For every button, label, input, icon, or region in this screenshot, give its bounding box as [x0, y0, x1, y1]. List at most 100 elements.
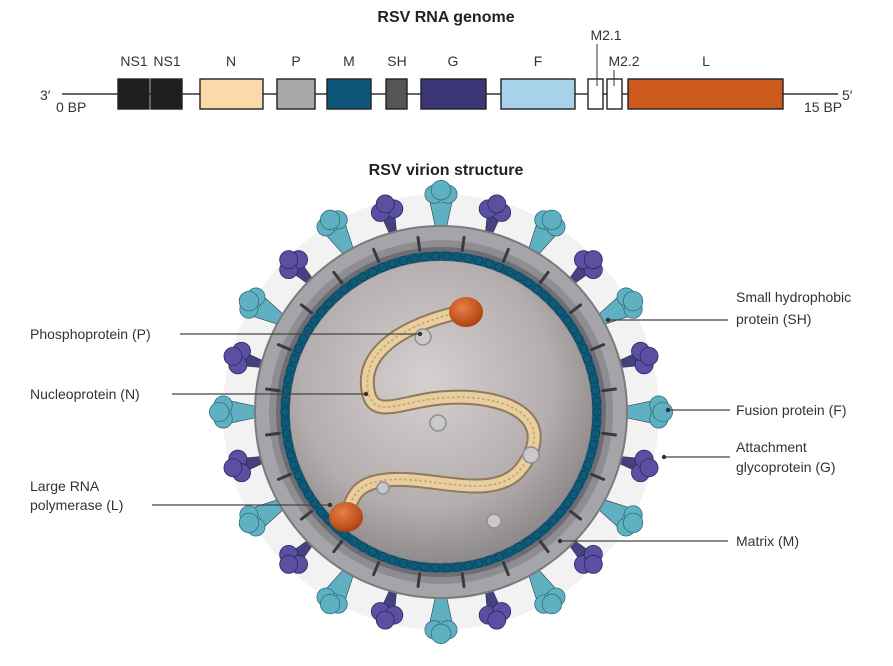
- matrix-bead: [349, 536, 359, 546]
- matrix-bead: [420, 562, 430, 572]
- matrix-bead: [378, 552, 388, 562]
- matrix-bead: [586, 364, 596, 374]
- matrix-bead: [548, 299, 558, 309]
- matrix-bead: [431, 251, 441, 261]
- sh-protein: [460, 572, 466, 588]
- sh-protein: [372, 247, 381, 263]
- matrix-bead: [286, 364, 296, 374]
- matrix-bead: [304, 490, 314, 500]
- fusion-protein: [238, 498, 287, 537]
- polymerase-top: [449, 297, 483, 327]
- matrix-bead: [283, 439, 293, 449]
- fusion-protein: [595, 498, 644, 537]
- sh-protein: [568, 303, 583, 315]
- matrix-bead: [579, 470, 589, 480]
- matrix-bead: [474, 558, 484, 568]
- leader-dot: [605, 317, 611, 323]
- matrix-bead: [358, 272, 368, 282]
- matrix-bead: [590, 385, 600, 395]
- matrix-bead: [532, 530, 542, 540]
- leader-dot: [557, 538, 563, 544]
- attachment-protein: [279, 538, 315, 574]
- phosphoprotein-bead: [414, 328, 432, 346]
- phosphoprotein-bead: [522, 446, 540, 464]
- matrix-bead: [289, 354, 299, 364]
- gene-block-ns1: [117, 78, 150, 110]
- matrix-bead: [441, 563, 451, 573]
- matrix-bead: [514, 272, 524, 282]
- sh-protein: [501, 247, 510, 263]
- gene-block-ns1: [150, 78, 183, 110]
- leader-dot: [665, 407, 671, 413]
- label-sh-line1: Small hydrophobic: [736, 289, 851, 305]
- label-attachment-line1: Attachment: [736, 439, 807, 455]
- matrix-bead: [310, 499, 320, 509]
- label-polymerase-line2: polymerase (L): [30, 497, 123, 513]
- matrix-bead: [293, 344, 303, 354]
- phosphoprotein-bead: [486, 513, 502, 529]
- matrix-bead: [494, 552, 504, 562]
- matrix-bead: [574, 480, 584, 490]
- gene-block-l: [627, 78, 784, 110]
- gene-block-m: [326, 78, 372, 110]
- matrix-bead: [504, 267, 514, 277]
- genome-title: RSV RNA genome: [377, 9, 514, 26]
- virion-diagram: RSV virion structure: [30, 162, 851, 644]
- sh-protein: [538, 539, 550, 554]
- matrix-bead: [324, 299, 334, 309]
- gene-label-sh: SH: [387, 53, 406, 69]
- matrix-bead: [283, 375, 293, 385]
- sh-protein: [299, 303, 314, 315]
- matrix-bead: [463, 253, 473, 263]
- matrix-bead: [562, 315, 572, 325]
- leader-dot: [417, 331, 423, 337]
- matrix-bead: [282, 429, 292, 439]
- gene-block-n: [199, 78, 264, 110]
- matrix-bead: [504, 547, 514, 557]
- matrix-bead: [484, 555, 494, 565]
- matrix-bead: [540, 291, 550, 301]
- genome-3prime-label: 3′: [40, 87, 51, 103]
- attachment-protein: [567, 538, 603, 574]
- matrix-bead: [286, 450, 296, 460]
- sh-protein: [276, 343, 292, 352]
- genome-bp-end: 15 BP: [804, 99, 842, 115]
- matrix-bead: [579, 344, 589, 354]
- matrix-bead: [562, 499, 572, 509]
- matrix-bead: [280, 418, 290, 428]
- fusion-protein: [316, 566, 355, 615]
- sh-protein: [568, 509, 583, 521]
- matrix-bead: [548, 515, 558, 525]
- gene-label-ns1: NS1: [120, 53, 147, 69]
- matrix-bead: [409, 253, 419, 263]
- gene-label-m: M: [343, 53, 355, 69]
- matrix-bead: [586, 450, 596, 460]
- sh-protein: [590, 343, 606, 352]
- matrix-bead: [523, 536, 533, 546]
- matrix-bead: [368, 267, 378, 277]
- sh-protein: [501, 561, 510, 577]
- matrix-bead: [388, 259, 398, 269]
- label-attachment-line2: glycoprotein (G): [736, 459, 836, 475]
- sh-protein: [332, 539, 344, 554]
- genome-bp-start: 0 BP: [56, 99, 86, 115]
- matrix-bead: [532, 284, 542, 294]
- nucleoprotein-beads: [347, 311, 536, 511]
- sh-protein: [416, 572, 422, 588]
- matrix-bead: [289, 460, 299, 470]
- matrix-bead: [583, 460, 593, 470]
- attachment-protein: [223, 449, 267, 483]
- attachment-protein: [370, 586, 404, 630]
- matrix-bead: [540, 523, 550, 533]
- gene-label-ns1: NS1: [153, 53, 180, 69]
- matrix-bead: [388, 555, 398, 565]
- sh-protein: [538, 270, 550, 285]
- attachment-protein: [615, 341, 659, 375]
- matrix-bead: [409, 561, 419, 571]
- gene-label-f: F: [534, 53, 543, 69]
- gene-label-n: N: [226, 53, 236, 69]
- sh-protein: [299, 509, 314, 521]
- matrix-bead: [452, 562, 462, 572]
- matrix-bead: [378, 262, 388, 272]
